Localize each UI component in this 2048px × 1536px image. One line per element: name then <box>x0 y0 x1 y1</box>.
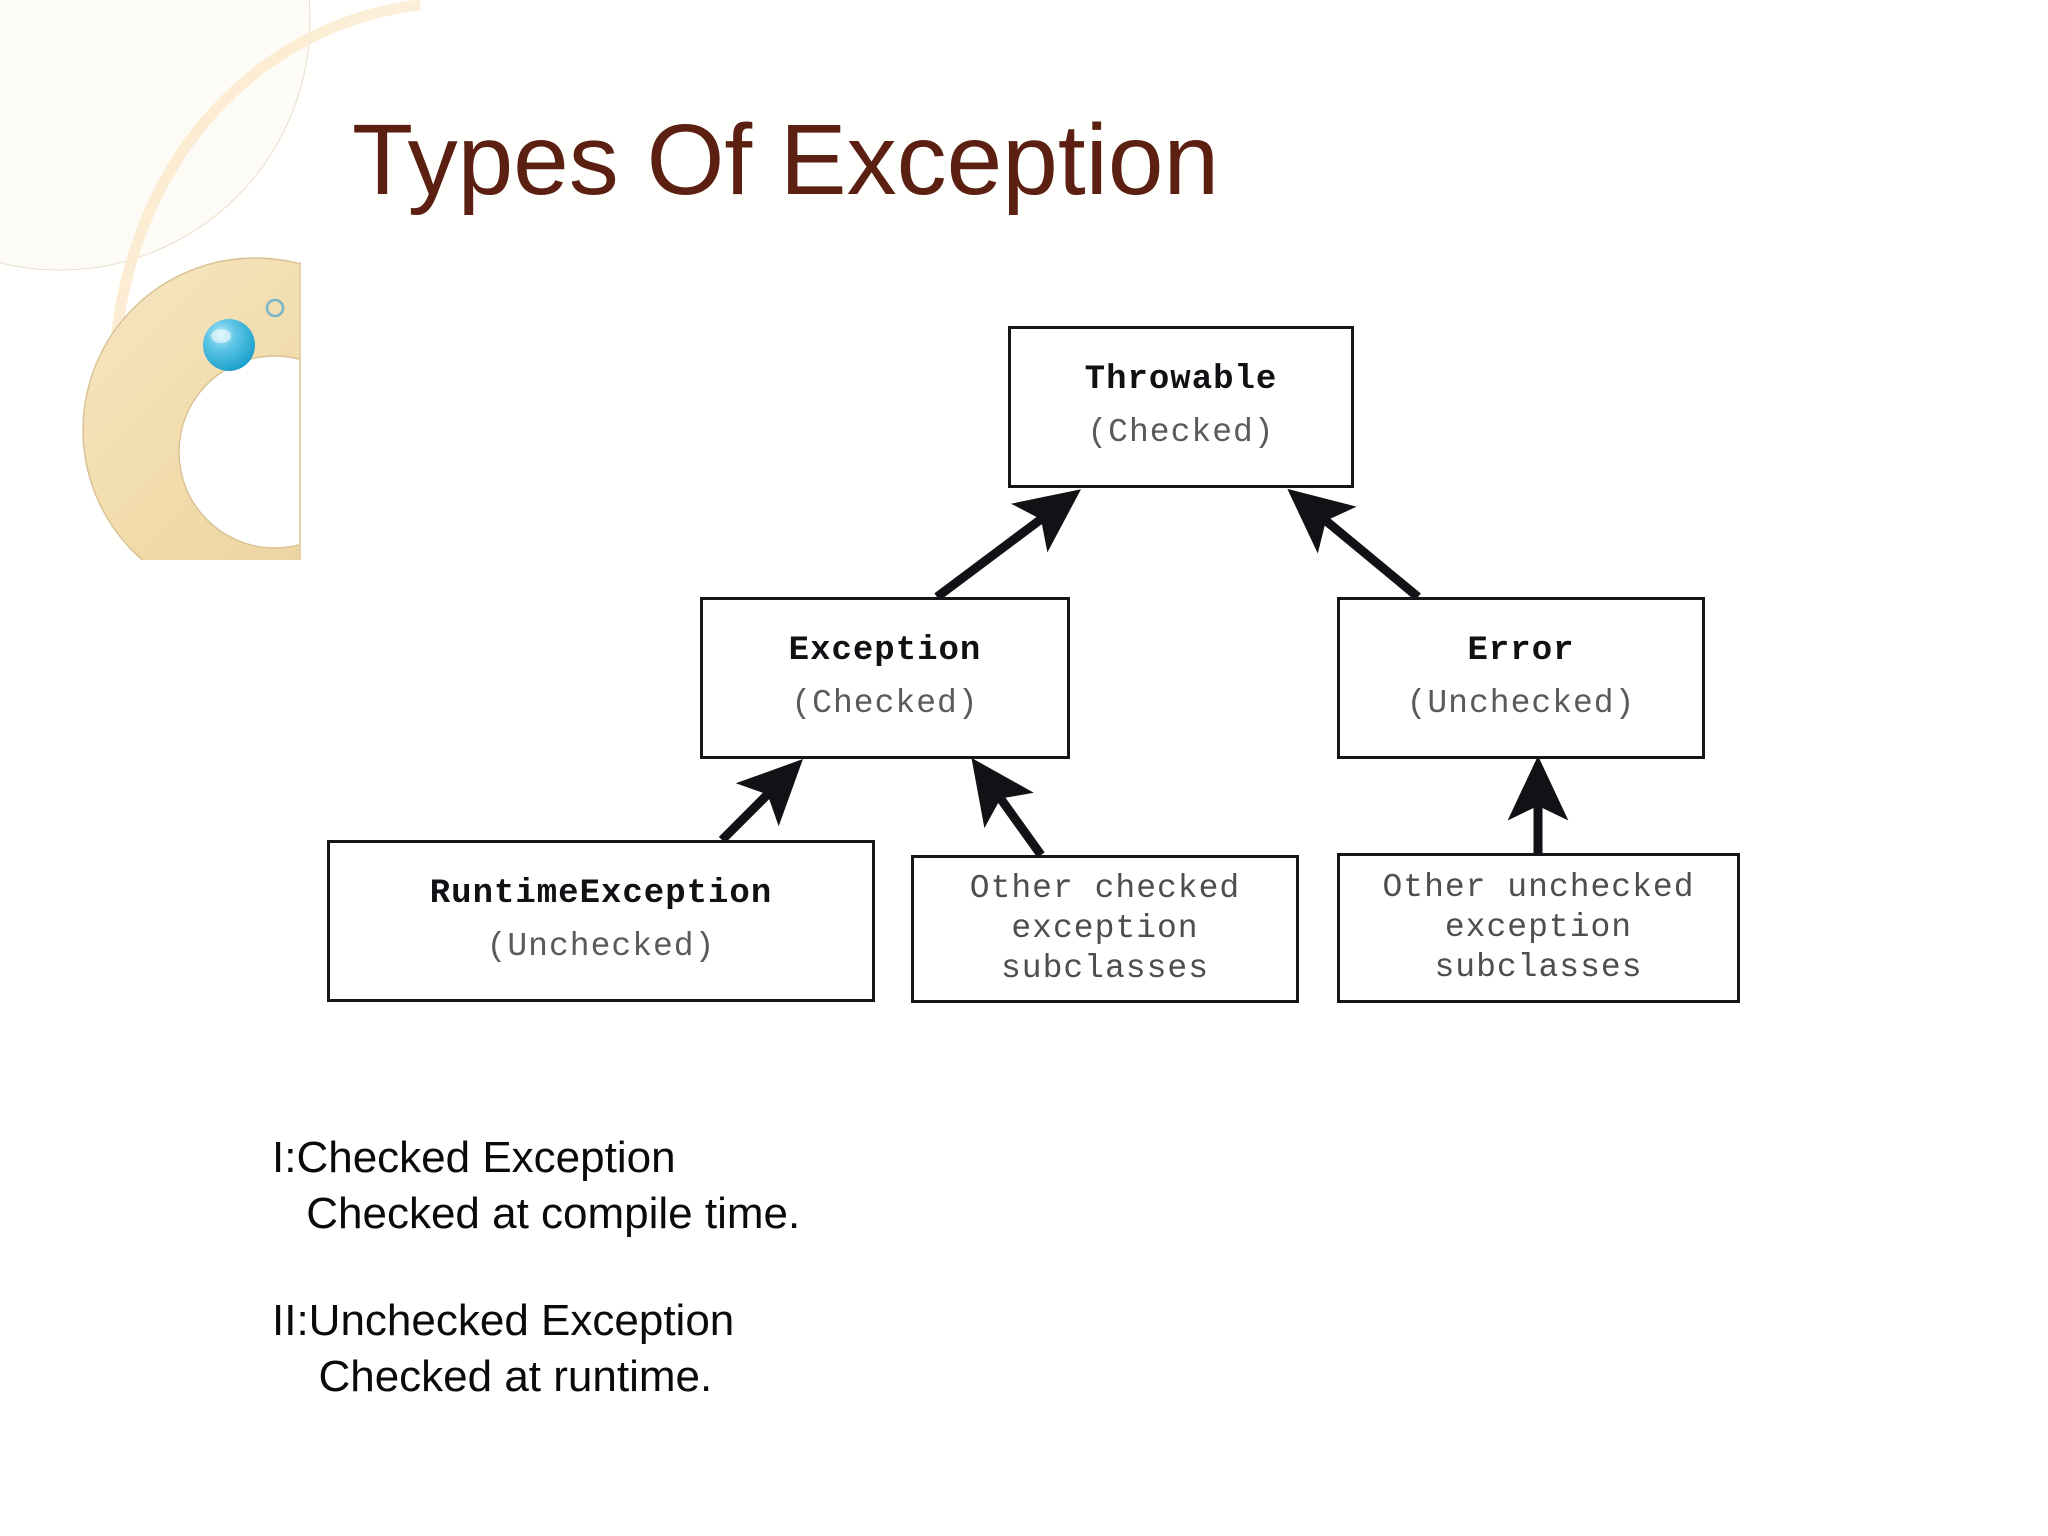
node-line: Other unchecked <box>1382 868 1695 906</box>
diagram-node-runtimeexception: RuntimeException (Unchecked) <box>327 840 875 1002</box>
diagram-node-error: Error (Unchecked) <box>1337 597 1705 759</box>
node-name: Exception <box>788 632 982 671</box>
notes-section: I:Checked Exception Checked at compile t… <box>272 1130 1372 1455</box>
node-name: Throwable <box>1084 361 1278 400</box>
node-qualifier: (Unchecked) <box>486 927 716 965</box>
note-detail: Checked at runtime. <box>294 1351 713 1401</box>
diagram-node-exception: Exception (Checked) <box>700 597 1070 759</box>
diagram-node-other-unchecked-subclasses: Other unchecked exception subclasses <box>1337 853 1740 1003</box>
node-qualifier: (Checked) <box>791 684 979 722</box>
note-detail: Checked at compile time. <box>294 1189 801 1239</box>
note-heading: I:Checked Exception <box>272 1133 676 1182</box>
note-heading: II:Unchecked Exception <box>272 1295 735 1345</box>
note-block-checked: I:Checked Exception Checked at compile t… <box>272 1130 1372 1243</box>
edge-error-throwable <box>1287 488 1421 601</box>
node-qualifier: (Checked) <box>1087 413 1275 451</box>
diagram-node-other-checked-subclasses: Other checked exception subclasses <box>911 855 1299 1003</box>
node-line: Other checked <box>969 869 1241 907</box>
note-block-unchecked: II:Unchecked Exception Checked at runtim… <box>272 1293 1372 1406</box>
exception-hierarchy-diagram: Throwable (Checked) Exception (Checked) … <box>327 326 1740 1003</box>
diagram-node-throwable: Throwable (Checked) <box>1008 326 1354 488</box>
node-name: Error <box>1467 632 1575 671</box>
edge-runtimeexception-exception <box>718 759 803 844</box>
node-line: subclasses <box>1000 950 1210 988</box>
page-title: Types Of Exception <box>352 104 1220 216</box>
node-line: subclasses <box>1434 949 1643 987</box>
edge-otherchecked-exception <box>971 757 1045 858</box>
node-name: RuntimeException <box>429 875 773 914</box>
node-qualifier: (Unchecked) <box>1406 684 1636 722</box>
node-line: exception <box>1011 909 1199 947</box>
edge-exception-throwable <box>934 489 1082 601</box>
node-line: exception <box>1444 908 1633 946</box>
